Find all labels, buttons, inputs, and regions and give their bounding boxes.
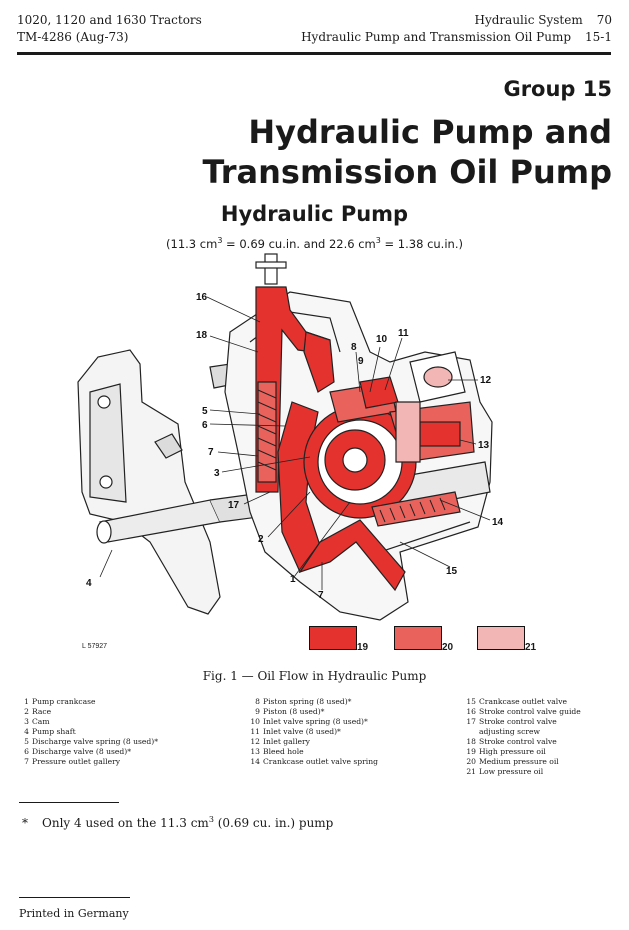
callout-18: 18 <box>196 330 208 341</box>
footnote: * Only 4 used on the 11.3 cm3 (0.69 cu. i… <box>22 815 333 830</box>
callout-11: 11 <box>398 328 409 339</box>
callout-1: 1 <box>290 574 296 585</box>
title-line-2: Transmission Oil Pump <box>202 153 612 191</box>
pump-displacement-spec: (11.3 cm3 = 0.69 cu.in. and 22.6 cm3 = 1… <box>0 236 629 251</box>
header-rule <box>17 52 611 55</box>
swatch-high-pressure <box>309 626 357 650</box>
header-page-number: 15-1 <box>585 30 612 44</box>
footnote-text-a: Only 4 used on the 11.3 cm <box>42 816 209 830</box>
callout-3: 3 <box>214 468 220 479</box>
title-line-1: Hydraulic Pump and <box>248 113 612 151</box>
spec-exp-2: 3 <box>375 236 381 245</box>
printed-in: Printed in Germany <box>19 907 129 920</box>
section-subtitle: Hydraulic Pump <box>220 202 409 226</box>
callout-7a: 7 <box>208 447 214 458</box>
header-section: Hydraulic System 70 <box>475 13 613 27</box>
callout-7b: 7 <box>318 590 324 601</box>
callout-13: 13 <box>478 440 490 451</box>
figure-image-id: L 57927 <box>82 643 108 650</box>
header-section-number: 70 <box>596 13 612 27</box>
callout-8: 8 <box>351 342 357 353</box>
legend-item: adjusting screw <box>479 727 540 736</box>
callout-12: 12 <box>480 375 492 386</box>
printed-rule <box>19 897 130 898</box>
swatch-label-19: 19 <box>357 642 369 653</box>
footnote-mark: * <box>22 816 28 830</box>
page-title: Hydraulic Pump and Transmission Oil Pump <box>202 112 612 192</box>
spec-part-1: (11.3 cm <box>166 236 218 251</box>
footnote-rule <box>19 802 119 803</box>
footnote-text-b: (0.69 cu. in.) pump <box>213 816 334 830</box>
header-tractor-models: 1020, 1120 and 1630 Tractors <box>17 13 202 27</box>
swatch-label-21: 21 <box>525 642 537 653</box>
hydraulic-pump-cutaway-illustration: 16 18 5 6 7 3 17 2 1 7 8 9 10 11 12 13 1… <box>77 253 504 621</box>
callout-10: 10 <box>376 334 388 345</box>
group-label: Group 15 <box>503 77 612 101</box>
callout-15: 15 <box>446 566 458 577</box>
swatch-low-pressure <box>477 626 525 650</box>
spec-part-2: = 0.69 cu.in. and 22.6 cm <box>222 236 376 251</box>
header-manual-number: TM-4286 (Aug-73) <box>17 30 129 44</box>
swatch-label-20: 20 <box>442 642 454 653</box>
footnote-exp: 3 <box>208 815 214 824</box>
callout-14: 14 <box>492 517 504 528</box>
figure-caption: Fig. 1 — Oil Flow in Hydraulic Pump <box>202 669 427 683</box>
callout-4: 4 <box>86 578 92 589</box>
callout-16: 16 <box>196 292 208 303</box>
header-section-title: Hydraulic System <box>474 13 583 27</box>
swatch-medium-pressure <box>394 626 442 650</box>
header-group-title: Hydraulic Pump and Transmission Oil Pump <box>301 30 572 44</box>
callout-5: 5 <box>202 406 208 417</box>
header-group: Hydraulic Pump and Transmission Oil Pump… <box>301 30 612 44</box>
callout-17: 17 <box>228 500 240 511</box>
callout-6: 6 <box>202 420 208 431</box>
spec-part-3: = 1.38 cu.in.) <box>380 236 463 251</box>
spec-exp-1: 3 <box>217 236 223 245</box>
callout-9: 9 <box>358 356 364 367</box>
callout-2: 2 <box>258 534 264 545</box>
